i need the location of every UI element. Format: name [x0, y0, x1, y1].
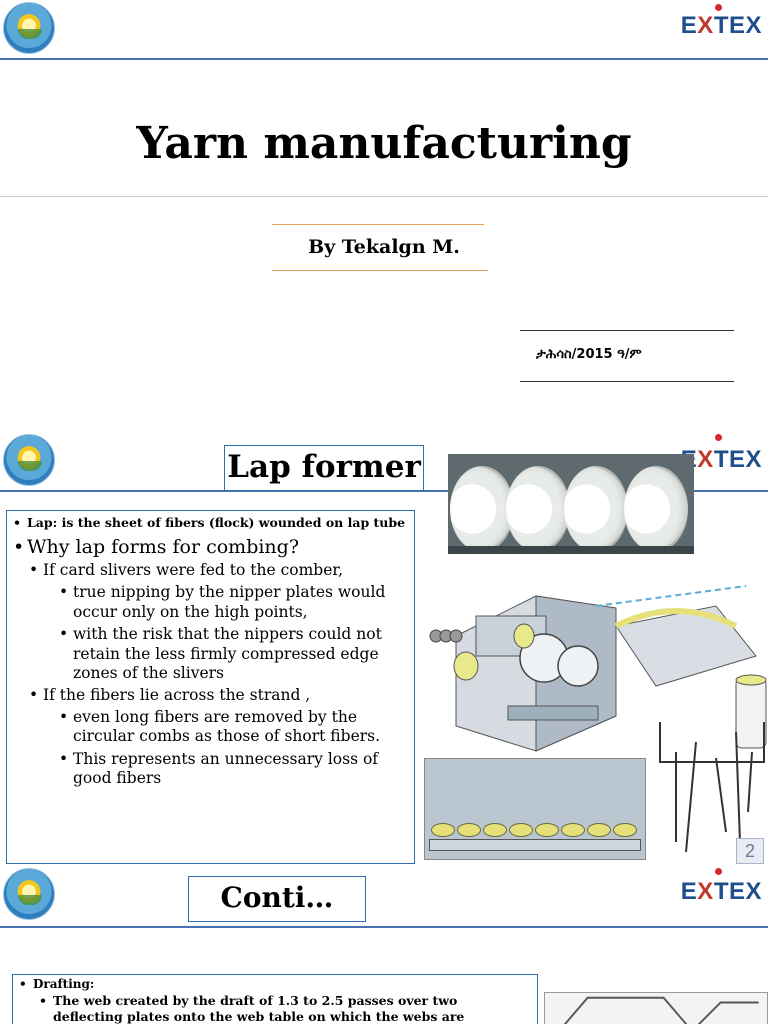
- bullet-loss: This represents an unnecessary loss of g…: [59, 750, 408, 789]
- slide-title: Conti…: [188, 876, 366, 922]
- brand-logo: EXTEX: [680, 12, 762, 39]
- drafting-sketch: [544, 992, 768, 1024]
- page-number: 2: [736, 838, 764, 864]
- slide-1: EXTEX Yarn manufacturing By Tekalgn M. ታ…: [0, 0, 768, 400]
- author-rule-bottom: [272, 270, 488, 271]
- date-box: ታሕሳስ/2015 ዓ/ም: [520, 330, 734, 382]
- slide-2: EXTEX Lap former Lap: is the sheet of fi…: [0, 430, 768, 866]
- lap-former-machine-illustration: [429, 585, 767, 752]
- bullet-risk: with the risk that the nippers could not…: [59, 625, 408, 684]
- slide-3: EXTEX Conti… Drafting: The web created b…: [0, 866, 768, 1024]
- header-rule: [0, 58, 768, 60]
- lap-rolls-photo: [448, 454, 694, 554]
- brand-dot-icon: [715, 4, 722, 11]
- university-logo: [3, 2, 55, 54]
- header-rule: [0, 926, 768, 928]
- brand-dot-icon: [715, 868, 722, 875]
- university-logo: [3, 434, 55, 486]
- fiber-diagram-inset: [424, 758, 646, 860]
- bullet-true-nipping: true nipping by the nipper plates would …: [59, 583, 408, 622]
- comb-diagram: [659, 722, 765, 853]
- bullet-long-fibers: even long fibers are removed by the circ…: [59, 708, 408, 747]
- bullet-why: Why lap forms for combing?: [13, 536, 408, 558]
- title-divider: [0, 196, 768, 197]
- content-box: Drafting: The web created by the draft o…: [12, 974, 538, 1024]
- brand-dot-icon: [715, 434, 722, 441]
- bullet-drafting: Drafting:: [19, 977, 531, 991]
- slide-title: Yarn manufacturing: [136, 118, 632, 169]
- header-rule: [0, 490, 768, 492]
- content-box: Lap: is the sheet of fibers (flock) woun…: [6, 510, 415, 864]
- slide-title: Lap former: [224, 445, 424, 491]
- date: ታሕሳስ/2015 ዓ/ም: [536, 347, 642, 362]
- university-logo: [3, 868, 55, 920]
- bullet-card-slivers: If card slivers were fed to the comber,: [29, 561, 408, 580]
- author: By Tekalgn M.: [308, 236, 460, 258]
- bullet-web: The web created by the draft of 1.3 to 2…: [39, 993, 531, 1024]
- brand-logo: EXTEX: [680, 878, 762, 905]
- bullet-lap-definition: Lap: is the sheet of fibers (flock) woun…: [13, 515, 408, 530]
- bullet-fibers-across: If the fibers lie across the strand ,: [29, 686, 408, 705]
- author-rule-top: [272, 224, 484, 225]
